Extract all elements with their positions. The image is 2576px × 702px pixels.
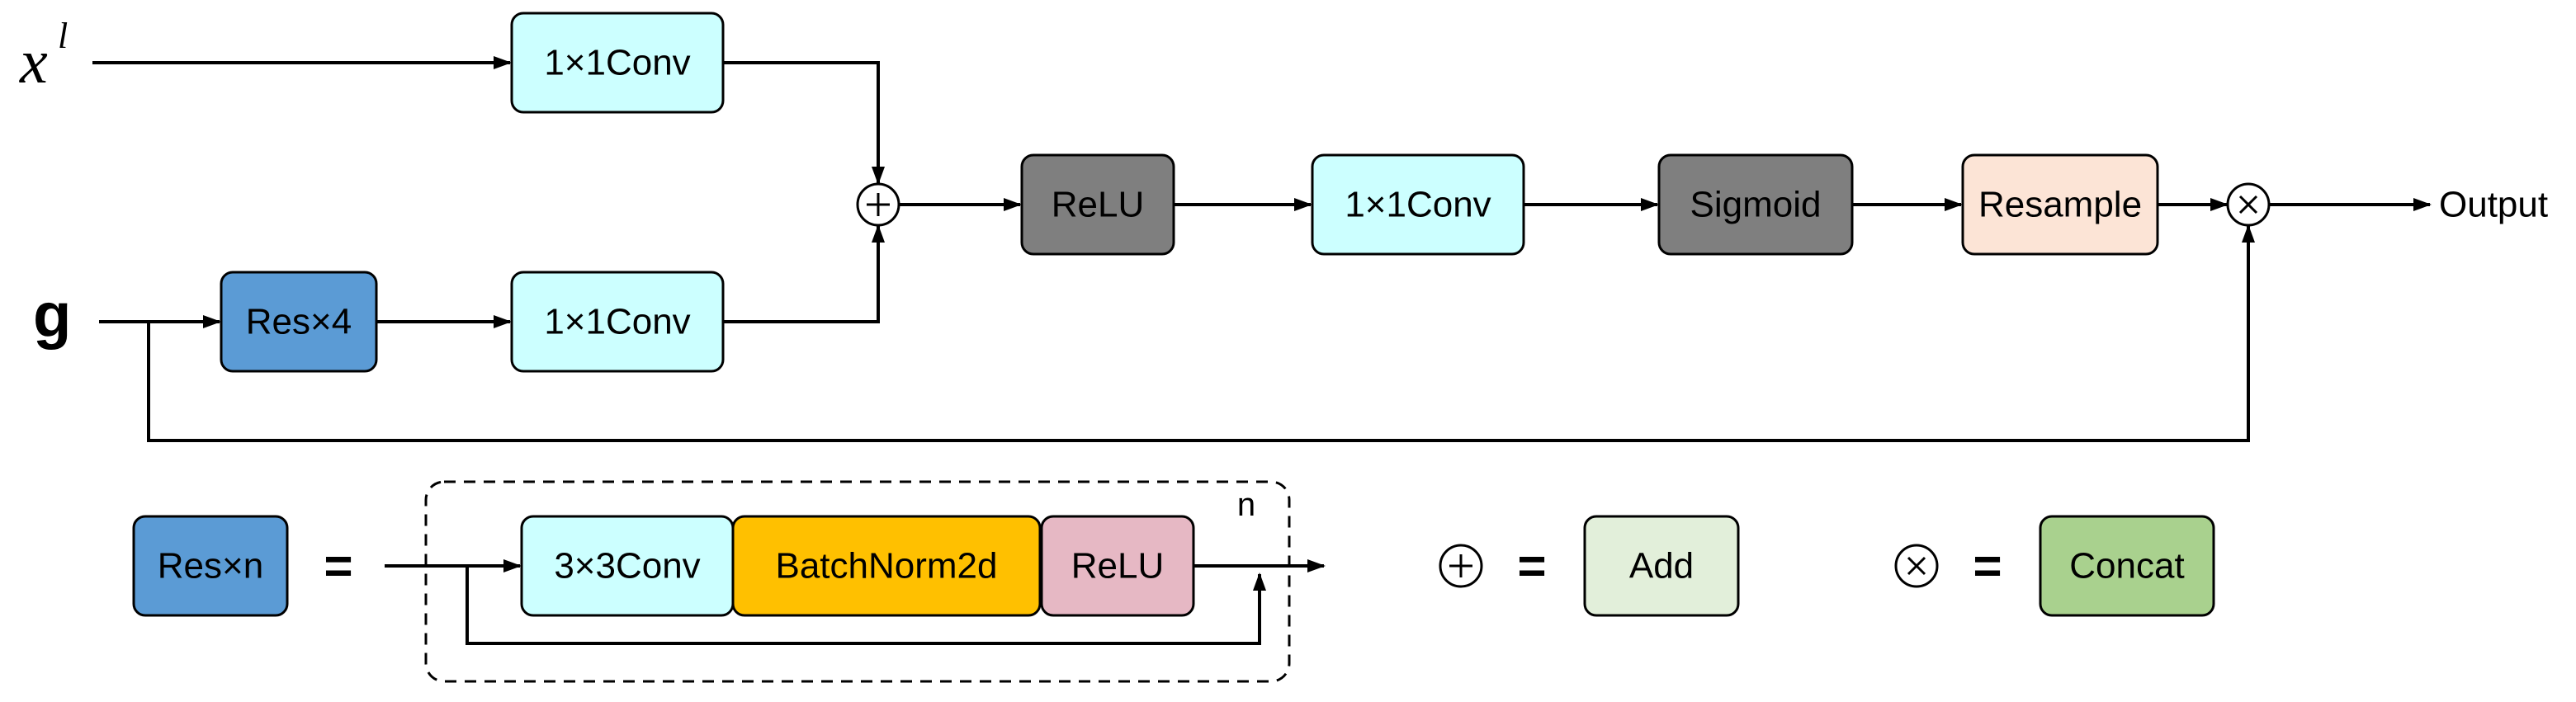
resample-label: Resample	[1978, 185, 2142, 225]
sigmoid-box	[1657, 153, 1854, 256]
resample-node: Resample	[1961, 153, 2159, 256]
legend-relu-label: ReLU	[1071, 546, 1165, 587]
legend-batchnorm-node: BatchNorm2d	[731, 515, 1042, 617]
multiply-operator-icon	[2226, 182, 2271, 227]
legend-batchnorm-box	[731, 515, 1042, 617]
legend-add-box	[1583, 515, 1740, 617]
legend-concat-label: Concat	[2069, 546, 2184, 587]
sigmoid-node: Sigmoid	[1657, 153, 1854, 256]
resample-box	[1961, 153, 2159, 256]
arrow-res-block-skip	[466, 566, 1266, 645]
relu-label: ReLU	[1052, 185, 1145, 225]
arrow-convx-to-add	[723, 61, 885, 185]
legend-batchnorm-label: BatchNorm2d	[775, 546, 997, 587]
legend-resn-label: Res×n	[158, 546, 263, 587]
legend-conv3x3-label: 3×3Conv	[554, 546, 700, 587]
legend-add-icon	[1439, 544, 1483, 588]
conv1x1-x-label: 1×1Conv	[544, 43, 690, 83]
legend-add-label: Add	[1629, 546, 1694, 587]
sigmoid-label: Sigmoid	[1690, 185, 1822, 225]
res4-box	[220, 271, 378, 373]
arrow-g-skip-to-multiply	[147, 224, 2255, 442]
legend-equals-add: =	[1517, 539, 1546, 594]
legend-relu-box	[1040, 515, 1195, 617]
res-block-connections	[385, 559, 1326, 645]
conv1x1-x-box	[510, 12, 725, 114]
legend-concat-node: Concat	[2039, 515, 2215, 617]
conv1x1-g-node: 1×1Conv	[510, 271, 725, 373]
conv1x1-mid-box	[1311, 153, 1525, 256]
res4-node: Res×4	[220, 271, 378, 373]
input-x-label: x l	[19, 16, 68, 97]
conv1x1-mid-node: 1×1Conv	[1311, 153, 1525, 256]
legend-equals-concat: =	[1973, 539, 2002, 594]
res4-label: Res×4	[246, 302, 352, 342]
legend-resn-node: Res×n	[132, 515, 289, 617]
arrow-convg-to-add	[723, 224, 885, 323]
legend-concat-box	[2039, 515, 2215, 617]
output-label: Output	[2439, 185, 2548, 225]
main-connections	[92, 56, 2432, 442]
legend-multiply-icon	[1894, 544, 1939, 588]
legend-relu-node: ReLU	[1040, 515, 1195, 617]
conv1x1-mid-label: 1×1Conv	[1345, 185, 1491, 225]
legend-equals-resn: =	[324, 539, 352, 594]
relu-box	[1020, 153, 1175, 256]
legend: Res×n = n 3×3Conv BatchNorm2d ReLU	[132, 480, 2215, 683]
legend-add-node: Add	[1583, 515, 1740, 617]
input-x-superscript: l	[58, 16, 68, 56]
input-g-label: g	[33, 280, 71, 351]
conv1x1-x-node: 1×1Conv	[510, 12, 725, 114]
add-operator-icon	[856, 182, 900, 227]
conv1x1-g-label: 1×1Conv	[544, 302, 690, 342]
legend-conv3x3-node: 3×3Conv	[520, 515, 735, 617]
svg-text:x: x	[19, 27, 48, 97]
res-block-frame	[424, 480, 1291, 683]
res-block-repeat-label: n	[1237, 487, 1255, 523]
legend-resn-box	[132, 515, 289, 617]
relu-node: ReLU	[1020, 153, 1175, 256]
conv1x1-g-box	[510, 271, 725, 373]
